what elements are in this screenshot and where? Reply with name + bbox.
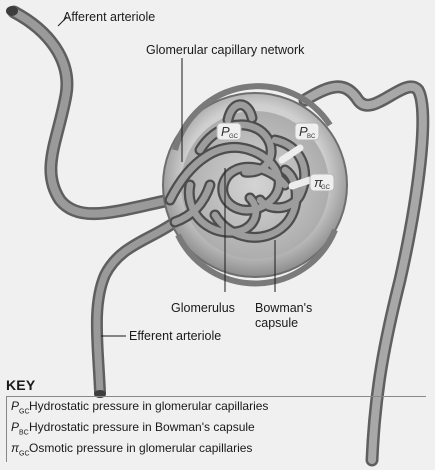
svg-text:GC: GC — [321, 185, 331, 191]
key-row: PGC Hydrostatic pressure in glomerular c… — [11, 399, 426, 420]
key-text: Hydrostatic pressure in glomerular capil… — [29, 399, 268, 420]
key-row: PBC Hydrostatic pressure in Bowman's cap… — [11, 420, 426, 441]
label-afferent-arteriole: Afferent arteriole — [63, 10, 155, 24]
key-symbol: PGC — [11, 399, 29, 420]
tag-pgc: P GC — [217, 123, 241, 140]
tag-pbc: P BC — [295, 123, 319, 140]
key-row: πGC Osmotic pressure in glomerular capil… — [11, 441, 426, 462]
key-title: KEY — [6, 377, 426, 393]
label-efferent-arteriole: Efferent arteriole — [129, 329, 221, 343]
svg-text:BC: BC — [307, 134, 316, 140]
label-glomerular-capillary-network: Glomerular capillary network — [146, 43, 305, 57]
label-bowmans-capsule-line1: Bowman's — [255, 301, 312, 315]
key-text: Osmotic pressure in glomerular capillari… — [29, 441, 252, 462]
key-symbol: πGC — [11, 441, 29, 462]
key-text: Hydrostatic pressure in Bowman's capsule — [29, 420, 255, 441]
svg-text:GC: GC — [229, 134, 239, 140]
key-legend: KEY PGC Hydrostatic pressure in glomerul… — [6, 377, 426, 462]
label-glomerulus: Glomerulus — [171, 301, 235, 315]
tag-pigc: π GC — [310, 174, 334, 191]
label-bowmans-capsule-line2: capsule — [255, 316, 298, 330]
efferent-arteriole — [94, 222, 175, 398]
afferent-arteriole — [6, 6, 170, 214]
key-box: PGC Hydrostatic pressure in glomerular c… — [6, 396, 426, 462]
key-symbol: PBC — [11, 420, 29, 441]
